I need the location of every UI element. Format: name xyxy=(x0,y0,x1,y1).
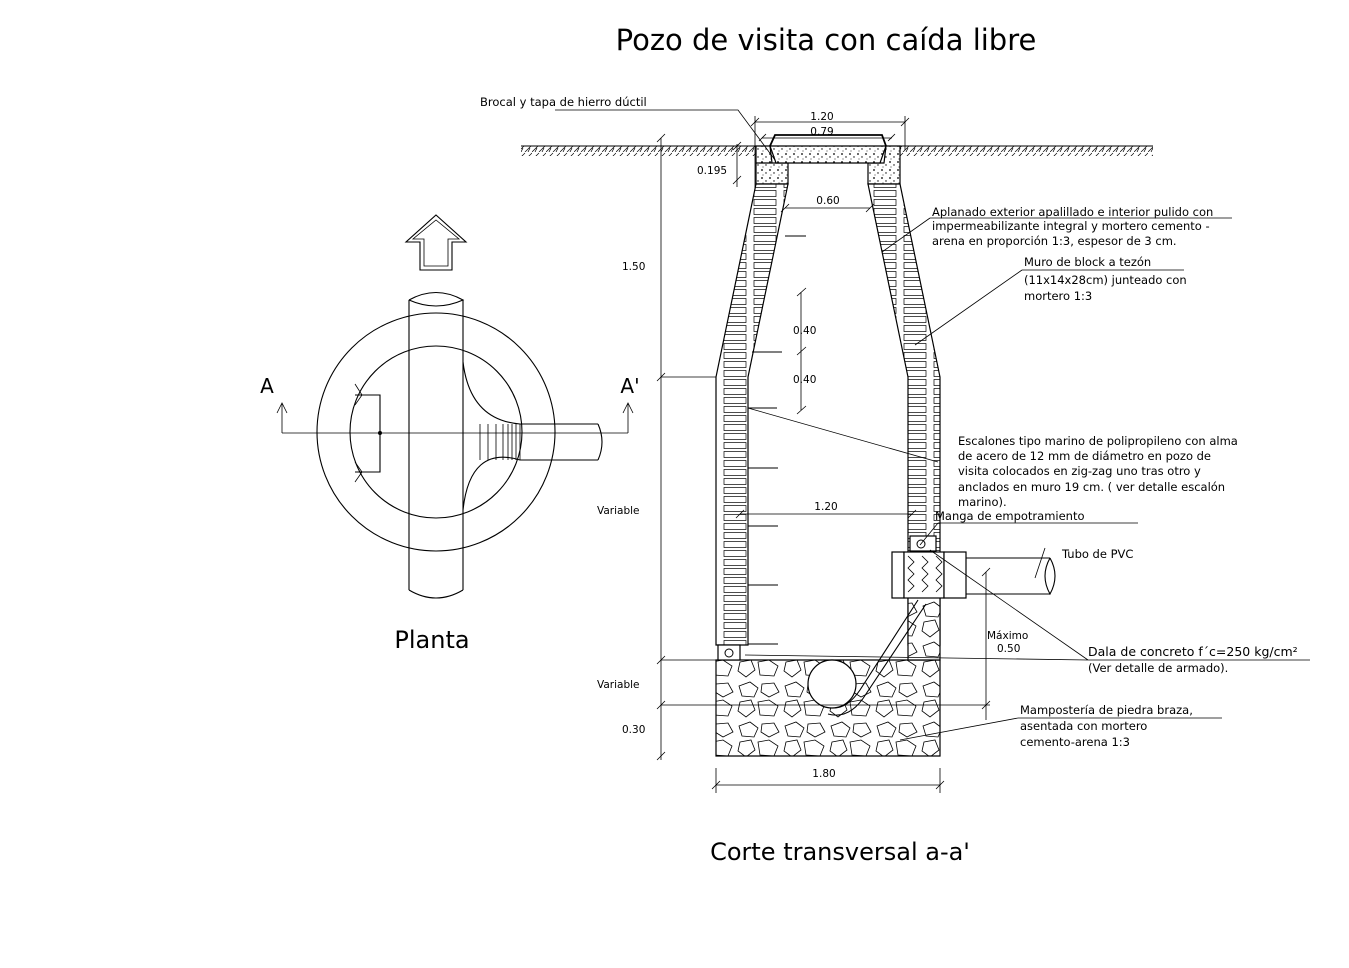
north-arrow-icon xyxy=(404,214,468,271)
dim-top-inner: 0.79 xyxy=(810,126,833,138)
dim-top-outer: 1.20 xyxy=(810,111,833,123)
note-escalones-4: anclados en muro 19 cm. ( ver detalle es… xyxy=(958,480,1225,494)
plan-incoming-pipe xyxy=(462,361,603,511)
note-dala-1: Dala de concreto f´c=250 kg/cm² xyxy=(1088,644,1298,659)
dala-right xyxy=(909,535,937,552)
note-aplanado-1: Aplanado exterior apalillado e interior … xyxy=(932,205,1213,219)
note-manga: Manga de empotramiento xyxy=(935,509,1085,523)
note-escalones-5: marino). xyxy=(958,495,1007,509)
dimension-lines xyxy=(656,116,991,793)
note-escalones-3: visita colocados en zig-zag uno tras otr… xyxy=(958,464,1201,478)
note-muro-2: (11x14x28cm) junteado con xyxy=(1024,273,1187,287)
plan-outer-circle xyxy=(316,312,556,552)
dim-body-height: Variable xyxy=(597,505,640,517)
dim-base-variable: Variable xyxy=(597,679,640,691)
note-mamposteria-2: asentada con mortero xyxy=(1020,719,1147,733)
section-view xyxy=(521,109,1310,793)
note-tubo: Tubo de PVC xyxy=(1061,547,1133,561)
dim-base-width: 1.80 xyxy=(812,768,835,780)
note-muro-1: Muro de block a tezón xyxy=(1024,255,1151,269)
note-mamposteria-1: Mampostería de piedra braza, xyxy=(1020,703,1193,717)
section-line xyxy=(276,402,634,435)
plan-vertical-pipe xyxy=(408,291,465,599)
dala-left xyxy=(717,644,741,661)
dim-brocal-height: 0.195 xyxy=(697,165,727,177)
marine-steps xyxy=(748,235,806,645)
dim-step-2: 0.40 xyxy=(793,374,816,386)
plan-view: A A' xyxy=(260,214,640,599)
outlet-pipe-section xyxy=(807,659,857,709)
dim-base-height: 0.30 xyxy=(622,724,645,736)
main-title: Pozo de visita con caída libre xyxy=(616,23,1037,57)
dim-cone-height: 1.50 xyxy=(622,261,645,273)
dim-step-1: 0.40 xyxy=(793,325,816,337)
iron-cover xyxy=(769,145,887,164)
plan-title: Planta xyxy=(394,626,469,654)
note-muro-3: mortero 1:3 xyxy=(1024,289,1092,303)
dim-max-value: 0.50 xyxy=(997,643,1020,655)
section-label-a-prime: A' xyxy=(620,374,639,398)
plan-inner-circle xyxy=(349,345,523,519)
section-label-a: A xyxy=(260,374,274,398)
dim-max-label: Máximo xyxy=(987,630,1028,642)
ground-left xyxy=(521,146,756,156)
ground-right xyxy=(900,146,1153,156)
dim-body-width: 1.20 xyxy=(814,501,837,513)
note-aplanado-3: arena en proporción 1:3, espesor de 3 cm… xyxy=(932,234,1177,248)
note-escalones-1: Escalones tipo marino de polipropileno c… xyxy=(958,434,1238,448)
leader-lines xyxy=(555,109,1310,741)
note-dala-2: (Ver detalle de armado). xyxy=(1088,661,1228,675)
plan-step xyxy=(355,394,381,473)
dim-neck: 0.60 xyxy=(816,195,839,207)
note-mamposteria-3: cemento-arena 1:3 xyxy=(1020,735,1130,749)
wall-left xyxy=(715,183,789,646)
manga-empotramiento xyxy=(891,551,967,599)
section-title: Corte transversal a-a' xyxy=(710,838,970,866)
pvc-pipe xyxy=(966,557,1056,596)
note-escalones-2: de acero de 12 mm de diámetro en pozo de xyxy=(958,449,1211,463)
note-brocal: Brocal y tapa de hierro dúctil xyxy=(480,95,647,109)
note-aplanado-2: impermeabilizante integral y mortero cem… xyxy=(932,219,1210,233)
